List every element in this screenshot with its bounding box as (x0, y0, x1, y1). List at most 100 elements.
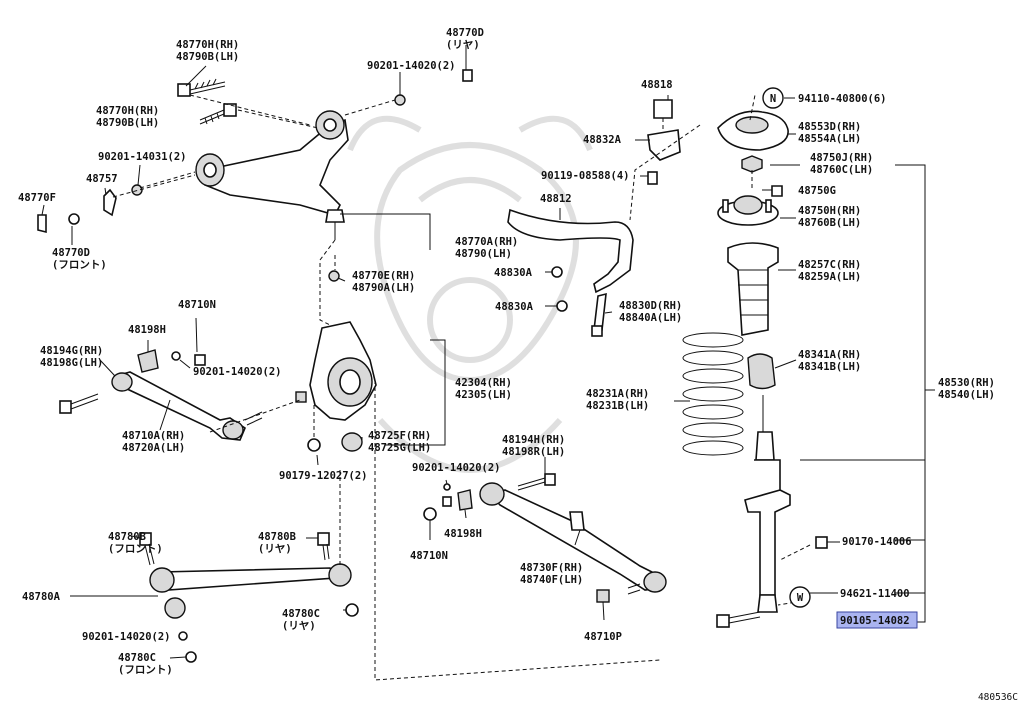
part-label-line: 48710A(RH) (122, 430, 185, 442)
part-label-line: 48231A(RH) (586, 388, 649, 400)
part-label-l13: 48194G(RH)48198G(LH) (40, 345, 103, 369)
bolt-48194g (59, 393, 99, 414)
part-label-l11: 48710N (178, 299, 216, 311)
part-label-line: 48780C (282, 608, 320, 620)
part-label-l38: 48710P (584, 631, 622, 643)
part-label-line: 48790B(LH) (96, 117, 159, 129)
part-label-l26: 48832A (583, 134, 622, 146)
part-label-line: 90201-14031(2) (98, 151, 187, 163)
part-label-l1: 48770H(RH)48790B(LH) (176, 39, 239, 63)
part-label-line: 48198R(LH) (502, 446, 565, 458)
bolt-48770h-top (177, 78, 226, 97)
part-label-line: 48770E(RH) (352, 270, 415, 282)
part-label-l39: 94110-40800(6) (798, 93, 887, 105)
bolt-90105 (716, 611, 761, 628)
part-label-line: (リヤ) (446, 39, 480, 51)
part-label-line: 48830D(RH) (619, 300, 682, 312)
part-label-l31: 48830D(RH)48840A(LH) (619, 300, 682, 324)
part-label-line: 48840A(LH) (619, 312, 682, 324)
part-label-line: 48725G(LH) (368, 442, 431, 454)
part-label-line: 48780B (258, 531, 296, 543)
part-label-l28: 48812 (540, 193, 572, 205)
part-label-line: 42305(LH) (455, 389, 512, 401)
part-label-line: (リヤ) (258, 543, 292, 555)
part-label-l36: 48710N (410, 550, 448, 562)
bolt-48770h-mid (199, 103, 237, 125)
part-label-line: 48740F(LH) (520, 574, 583, 586)
part-label-line: 48757 (86, 173, 118, 185)
part-label-line: 48750J(RH) (810, 152, 873, 164)
part-label-l4: 48770H(RH)48790B(LH) (96, 105, 159, 129)
part-label-line: 48530(RH) (938, 377, 995, 389)
part-label-l29: 48830A (494, 267, 533, 279)
part-label-line: 90119-08588(4) (541, 170, 630, 182)
part-label-line: 48198G(LH) (40, 357, 103, 369)
part-label-line: 48790B(LH) (176, 51, 239, 63)
part-label-l40: 48553D(RH)48554A(LH) (798, 121, 861, 145)
w-badge: W (789, 586, 811, 608)
leader-lines (41, 45, 840, 659)
knuckle-group (137, 321, 661, 681)
part-label-l9: 48770A(RH)48790(LH) (455, 236, 518, 260)
lower-arm-48730f (423, 473, 667, 603)
part-label-line: 48830A (494, 267, 533, 279)
part-label-line: 48770A(RH) (455, 236, 518, 248)
part-label-line: 48194H(RH) (502, 434, 565, 446)
part-label-l25: 48818 (641, 79, 673, 91)
coil-spring (682, 332, 744, 456)
part-label-l47: 90170-14006 (842, 536, 912, 548)
part-label-line: 90179-12027(2) (279, 470, 368, 482)
part-label-line: 48770D (52, 247, 90, 259)
part-label-l41: 48750J(RH)48760C(LH) (810, 152, 873, 176)
part-label-l32: 48231A(RH)48231B(LH) (586, 388, 649, 412)
part-label-line: 48790(LH) (455, 248, 512, 260)
part-label-l22: 48780C(リヤ) (282, 608, 320, 632)
part-label-l23: 90201-14020(2) (82, 631, 171, 643)
part-label-l49: 90105-14082 (840, 615, 910, 627)
part-label-line: 48770D (446, 27, 484, 39)
part-label-line: 48194G(RH) (40, 345, 103, 357)
n-badge: N (762, 87, 784, 109)
part-label-line: 48818 (641, 79, 673, 91)
part-label-l10: 48770E(RH)48790A(LH) (352, 270, 415, 294)
part-label-l43: 48750H(RH)48760B(LH) (798, 205, 861, 229)
bolt-48780b-rear (317, 532, 330, 561)
samurai-helmet-watermark (347, 115, 593, 473)
part-label-l33: 48194H(RH)48198R(LH) (502, 434, 565, 458)
part-label-line: (フロント) (118, 664, 173, 676)
part-label-line: 42304(RH) (455, 377, 512, 389)
part-label-line: 48198H (444, 528, 482, 540)
part-label-line: (フロント) (52, 259, 107, 271)
part-label-line: 90201-14020(2) (82, 631, 171, 643)
bolt-48780b-front (139, 532, 155, 566)
part-label-l3: 90201-14020(2) (367, 60, 456, 72)
reference-code: 480536C (978, 692, 1018, 703)
part-label-line: 94110-40800(6) (798, 93, 887, 105)
stabilizer-group (507, 99, 701, 337)
part-label-l14: 90201-14020(2) (193, 366, 282, 378)
part-label-line: 48730F(RH) (520, 562, 583, 574)
part-label-line: 48760C(LH) (810, 164, 873, 176)
part-label-line: 48198H (128, 324, 166, 336)
part-label-l46: 48530(RH)48540(LH) (938, 377, 995, 401)
part-label-line: 48780B (108, 531, 146, 543)
part-label-line: 48553D(RH) (798, 121, 861, 133)
part-label-line: 48231B(LH) (586, 400, 649, 412)
part-label-line: 48770F (18, 192, 56, 204)
part-label-line: 48554A(LH) (798, 133, 861, 145)
part-label-line: 48750G (798, 185, 836, 197)
part-label-l21: 48780A (22, 591, 61, 603)
part-label-line: 48341A(RH) (798, 349, 861, 361)
part-label-line: 94621-11400 (840, 588, 910, 600)
part-label-line: 48780A (22, 591, 61, 603)
part-label-l5: 90201-14031(2) (98, 151, 187, 163)
part-label-line: 48770H(RH) (176, 39, 239, 51)
part-label-line: (フロント) (108, 543, 163, 555)
highlight-box (836, 611, 918, 629)
part-label-line: 90170-14006 (842, 536, 912, 548)
part-label-l7: 48770F (18, 192, 56, 204)
part-label-line: 48710P (584, 631, 622, 643)
part-label-l17: 48725F(RH)48725G(LH) (368, 430, 431, 454)
part-label-l44: 48257C(RH)48259A(LH) (798, 259, 861, 283)
part-label-line: 90201-14020(2) (193, 366, 282, 378)
